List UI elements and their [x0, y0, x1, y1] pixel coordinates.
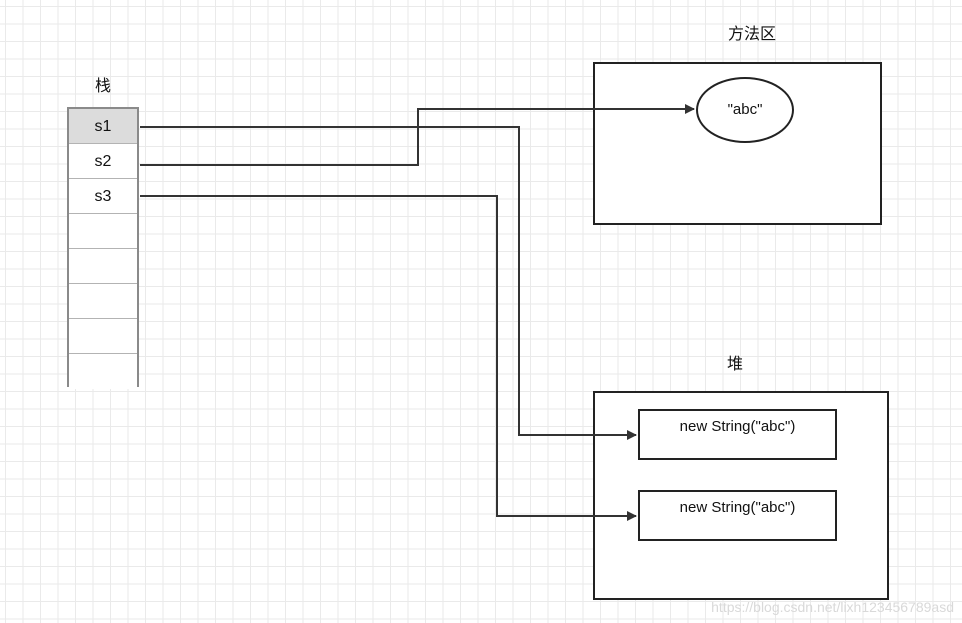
- heap-object-2: new String("abc"): [638, 490, 837, 541]
- stack-cell-empty: [69, 214, 137, 249]
- stack-cell-empty: [69, 284, 137, 319]
- heap-object-1: new String("abc"): [638, 409, 837, 460]
- method-area-title: 方法区: [728, 26, 777, 43]
- s3-reference-arrow: [140, 195, 637, 521]
- stack-cell-empty: [69, 249, 137, 284]
- stack-title: 栈: [95, 78, 112, 95]
- stack-frame: s1 s2 s3: [67, 107, 139, 389]
- s1-reference-arrow: [140, 126, 637, 440]
- stack-cell-s3: s3: [69, 179, 137, 214]
- stack-cell-s2: s2: [69, 144, 137, 179]
- string-literal-ellipse: "abc": [696, 77, 794, 143]
- watermark: https://blog.csdn.net/lixh123456789asd: [711, 599, 954, 615]
- stack-cell-empty: [69, 354, 137, 389]
- stack-cell-empty: [69, 319, 137, 354]
- heap-title: 堆: [727, 356, 744, 373]
- stack-cell-s1: s1: [69, 109, 137, 144]
